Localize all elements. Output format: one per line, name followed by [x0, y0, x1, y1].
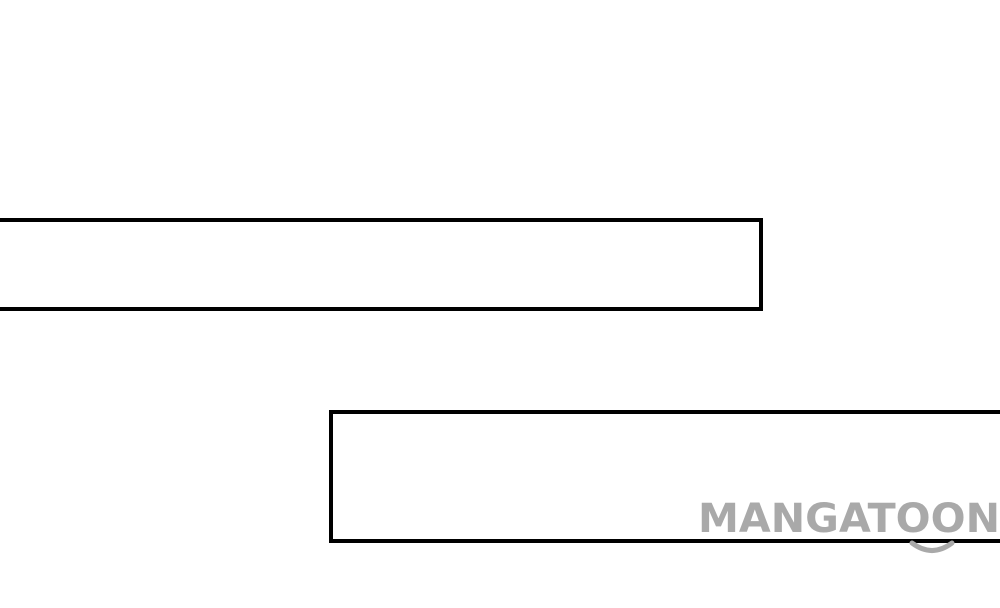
comic-panel-bottom [329, 410, 1000, 543]
watermark-smile-mark [909, 540, 955, 553]
mangatoon-logo-svg: MANGATOON [698, 496, 1000, 553]
mangatoon-watermark-logo: MANGATOON [698, 496, 1000, 556]
comic-panel-top [0, 218, 763, 311]
watermark-text: MANGATOON [698, 496, 1000, 542]
